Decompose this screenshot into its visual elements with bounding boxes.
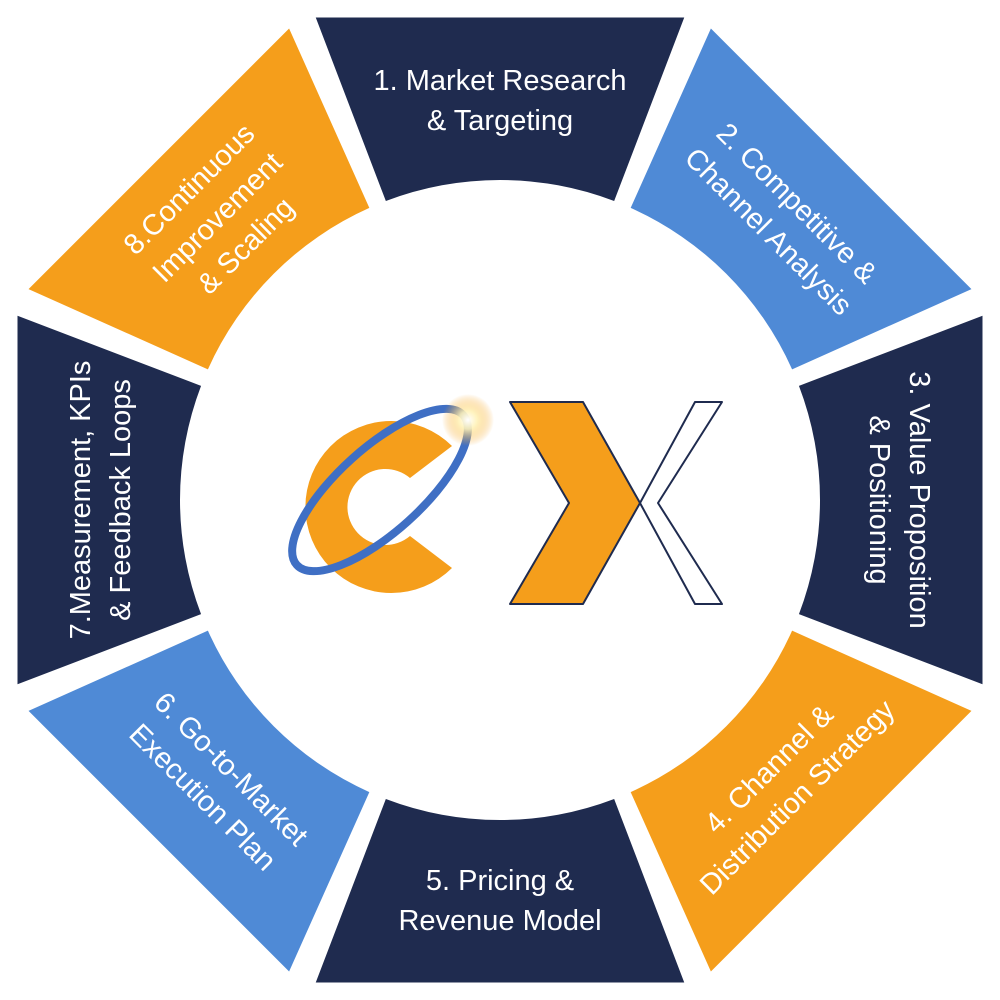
segment-1-market-research-label-line: 1. Market Research — [373, 65, 626, 97]
segment-3-value-proposition-shape — [798, 315, 983, 685]
cx-logo — [288, 394, 723, 605]
segment-7-measurement-kpis-shape — [17, 315, 202, 685]
segment-3-value-proposition-label: 3. Value Proposition& Positioning — [863, 371, 935, 628]
segment-5-pricing-revenue-label-line: 5. Pricing & — [426, 865, 574, 897]
segment-3-value-proposition-label-line: 3. Value Proposition — [903, 371, 935, 628]
segment-4-channel-distribution-shape — [630, 630, 972, 972]
segment-7-measurement-kpis-label-line: & Feedback Loops — [105, 379, 137, 621]
segment-2-competitive-channel-analysis-shape — [630, 28, 972, 370]
segment-3-value-proposition-label-line: & Positioning — [863, 415, 895, 584]
segment-1-market-research-shape — [315, 17, 685, 202]
segment-1-market-research: 1. Market Research & Targeting — [315, 17, 685, 202]
segment-5-pricing-revenue-label: 5. Pricing & Revenue Model — [398, 865, 601, 937]
segment-5-pricing-revenue: 5. Pricing & Revenue Model — [315, 798, 685, 983]
segment-1-market-research-label-line: & Targeting — [427, 105, 573, 137]
segment-5-pricing-revenue-label-line: Revenue Model — [398, 905, 601, 937]
segment-7-measurement-kpis-label-line: 7.Measurement, KPIs — [65, 361, 97, 640]
spark-icon — [442, 394, 494, 446]
segment-1-market-research-label: 1. Market Research & Targeting — [373, 65, 626, 137]
segment-4-channel-distribution: 4. Channel &Distribution Strategy — [630, 630, 972, 972]
segment-8-continuous-improvement-shape — [28, 28, 370, 370]
center-circle — [205, 205, 795, 795]
segment-5-pricing-revenue-shape — [315, 798, 685, 983]
segment-6-go-to-market-shape — [28, 630, 370, 972]
segment-3-value-proposition: 3. Value Proposition& Positioning — [798, 315, 983, 685]
segment-7-measurement-kpis: 7.Measurement, KPIs& Feedback Loops — [17, 315, 202, 685]
logo-x-outline-half — [639, 401, 723, 605]
logo-x-orange-half — [509, 401, 641, 605]
segment-8-continuous-improvement: 8.ContinuousImprovement& Scaling — [28, 28, 370, 370]
segment-7-measurement-kpis-label: 7.Measurement, KPIs& Feedback Loops — [65, 361, 137, 640]
